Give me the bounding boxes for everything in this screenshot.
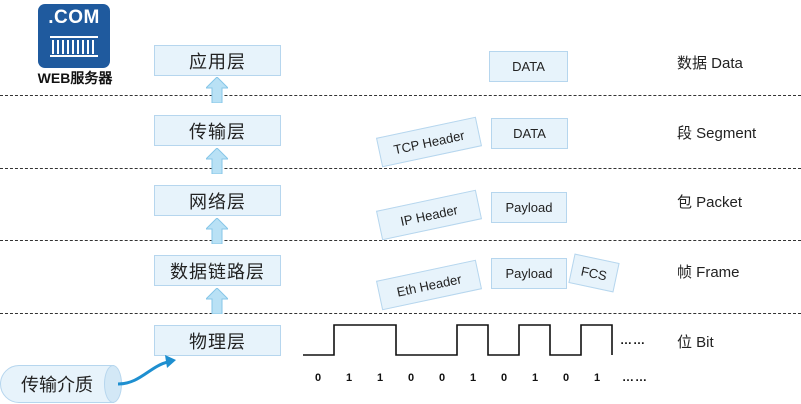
bit-value: 0 bbox=[314, 372, 322, 384]
bit-value: 0 bbox=[562, 372, 570, 384]
layer-application: 应用层 bbox=[154, 45, 281, 76]
transport-data-box: DATA bbox=[491, 118, 568, 149]
up-arrow-icon bbox=[206, 218, 228, 244]
layer-physical: 物理层 bbox=[154, 325, 281, 356]
transmission-medium: 传输介质 bbox=[0, 365, 114, 403]
bit-value: 1 bbox=[345, 372, 353, 384]
bit-signal-line bbox=[303, 324, 613, 356]
up-arrow-icon bbox=[206, 148, 228, 174]
unit-label-data: 数据 Data bbox=[677, 55, 743, 72]
layer-divider bbox=[0, 168, 801, 169]
unit-label-frame: 帧 Frame bbox=[677, 264, 740, 281]
logo-caption: WEB服务器 bbox=[37, 70, 113, 86]
layer-transport: 传输层 bbox=[154, 115, 281, 146]
bit-value: 0 bbox=[500, 372, 508, 384]
unit-label-segment: 段 Segment bbox=[677, 125, 757, 142]
bits-ellipsis: …… bbox=[622, 370, 648, 384]
layer-network: 网络层 bbox=[154, 185, 281, 216]
bit-value: 1 bbox=[376, 372, 384, 384]
layer-divider bbox=[0, 240, 801, 241]
bit-value: 0 bbox=[438, 372, 446, 384]
logo-com-text: .COM bbox=[48, 7, 100, 28]
up-arrow-icon bbox=[206, 77, 228, 103]
up-arrow-icon bbox=[206, 288, 228, 314]
bit-value: 0 bbox=[407, 372, 415, 384]
unit-label-packet: 包 Packet bbox=[677, 194, 743, 211]
datalink-payload-box: Payload bbox=[491, 258, 567, 289]
bit-value: 1 bbox=[469, 372, 477, 384]
unit-label-bit: 位 Bit bbox=[677, 334, 714, 351]
layer-divider bbox=[0, 95, 801, 96]
app-data-box: DATA bbox=[489, 51, 568, 82]
bit-value: 1 bbox=[593, 372, 601, 384]
layer-datalink: 数据链路层 bbox=[154, 255, 281, 286]
bit-value: 1 bbox=[531, 372, 539, 384]
web-server-logo: .COM WEB服务器 bbox=[34, 4, 116, 86]
network-payload-box: Payload bbox=[491, 192, 567, 223]
signal-ellipsis: …… bbox=[620, 333, 646, 347]
server-rack-icon bbox=[50, 36, 98, 57]
layer-divider bbox=[0, 313, 801, 314]
logo-badge: .COM bbox=[38, 4, 110, 68]
